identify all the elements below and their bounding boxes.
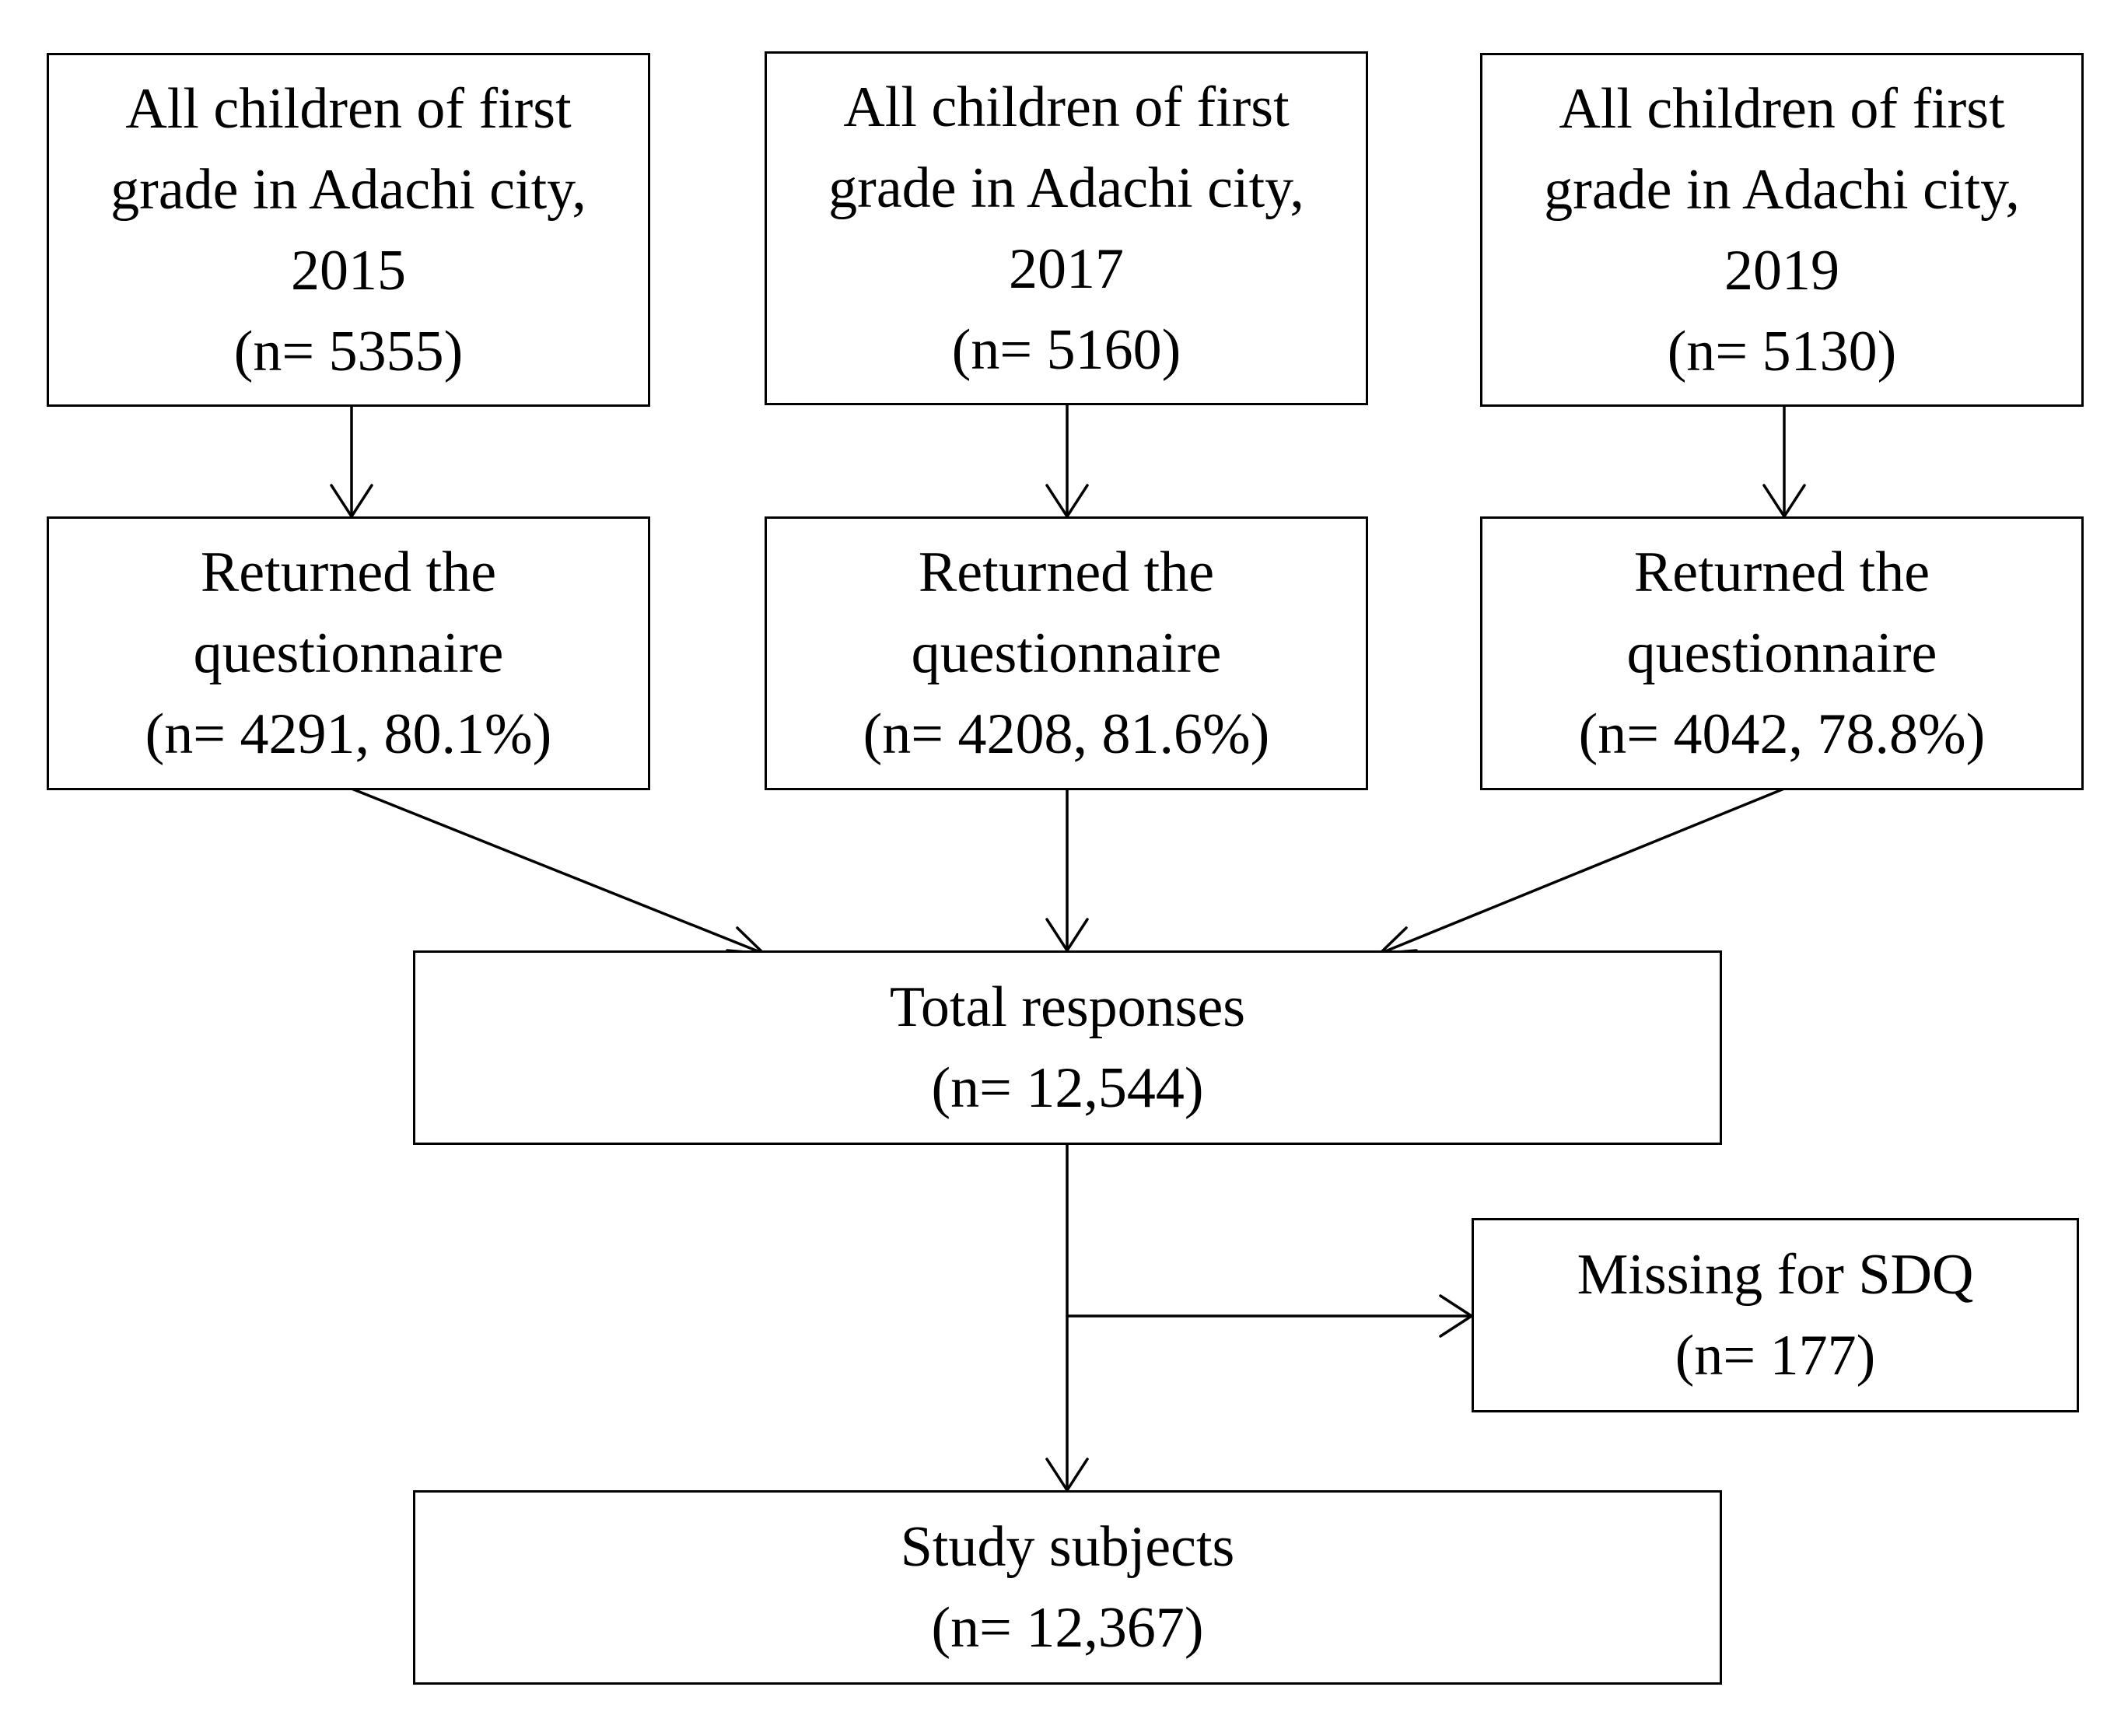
population-line1: All children of first (125, 76, 572, 141)
returned-count: (n= 4042, 78.8%) (1578, 702, 1986, 766)
returned-count: (n= 4291, 80.1%) (145, 702, 552, 766)
returned-line1: Returned the (918, 541, 1215, 604)
population-count: (n= 5160) (951, 317, 1181, 382)
returned-line1: Returned the (1633, 541, 1930, 604)
population-line2: grade in Adachi city, (828, 156, 1304, 220)
total-responses-label: Total responses (889, 975, 1246, 1039)
population-line1: All children of first (843, 75, 1290, 139)
population-line2: grade in Adachi city, (1544, 157, 2020, 222)
returned-line2: questionnaire (911, 621, 1222, 685)
population-box-2015: All children of first grade in Adachi ci… (47, 53, 650, 407)
returned-box-2019: Returned the questionnaire (n= 4042, 78.… (1480, 516, 2084, 790)
missing-sdq-box: Missing for SDQ (n= 177) (1472, 1218, 2079, 1412)
study-subjects-count: (n= 12,367) (931, 1596, 1204, 1660)
arrow-to-missing-sdq (1066, 1294, 1473, 1338)
population-year: 2015 (291, 238, 406, 303)
population-box-2019: All children of first grade in Adachi ci… (1480, 53, 2084, 407)
arrow-2019-to-returned (1762, 404, 1806, 518)
missing-sdq-label: Missing for SDQ (1577, 1243, 1974, 1307)
returned-box-2017: Returned the questionnaire (n= 4208, 81.… (765, 516, 1368, 790)
returned-line2: questionnaire (193, 621, 504, 685)
arrow-returned-2015-to-total (350, 787, 765, 955)
arrow-2017-to-returned (1045, 402, 1089, 518)
missing-sdq-count: (n= 177) (1675, 1324, 1876, 1388)
returned-line1: Returned the (200, 541, 497, 604)
population-year: 2019 (1724, 238, 1839, 303)
total-responses-box: Total responses (n= 12,544) (413, 950, 1722, 1145)
study-subjects-box: Study subjects (n= 12,367) (413, 1490, 1722, 1685)
returned-line2: questionnaire (1626, 621, 1937, 685)
returned-count: (n= 4208, 81.6%) (863, 702, 1270, 766)
population-count: (n= 5130) (1667, 319, 1897, 383)
population-count: (n= 5355) (233, 319, 464, 383)
study-subjects-label: Study subjects (900, 1515, 1235, 1579)
total-responses-count: (n= 12,544) (931, 1056, 1204, 1120)
arrow-returned-2017-to-total (1045, 787, 1089, 952)
population-year: 2017 (1009, 236, 1124, 301)
arrow-returned-2019-to-total (1378, 787, 1786, 955)
returned-box-2015: Returned the questionnaire (n= 4291, 80.… (47, 516, 650, 790)
arrow-2015-to-returned (330, 404, 373, 518)
population-box-2017: All children of first grade in Adachi ci… (765, 51, 1368, 405)
population-line1: All children of first (1559, 76, 2005, 141)
population-line2: grade in Adachi city, (110, 157, 586, 222)
